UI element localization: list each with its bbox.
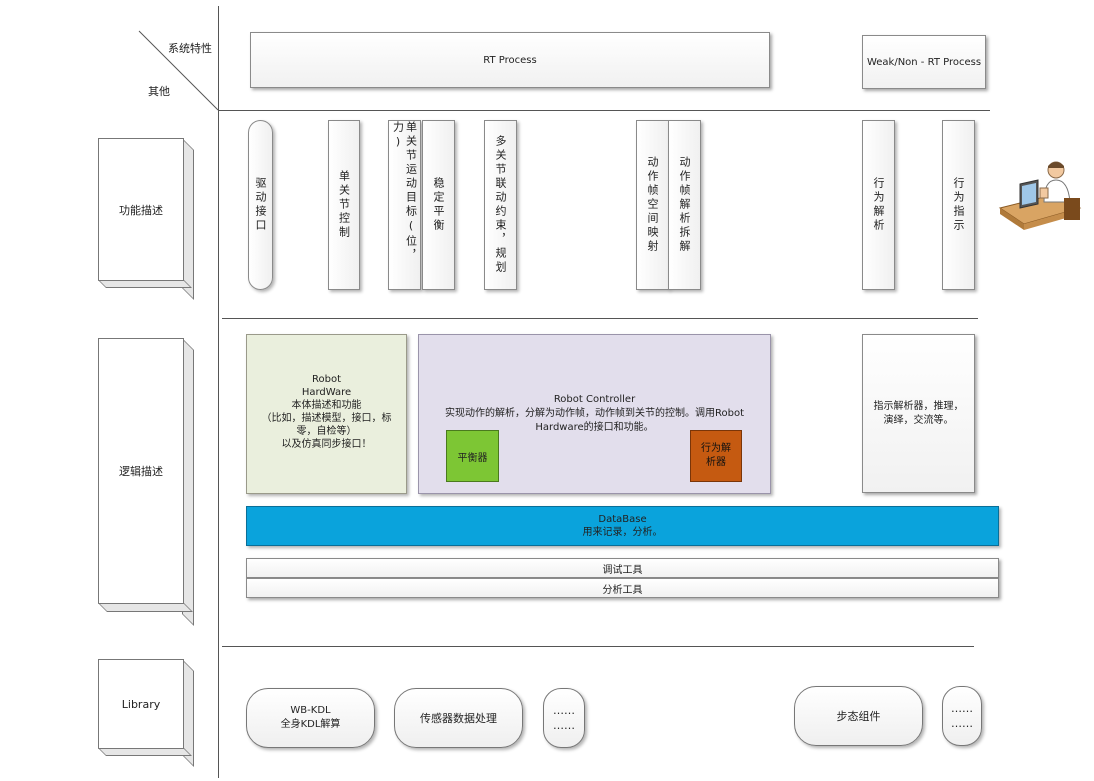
function-single-joint-target: 单关节运动目标(位，力) [388, 120, 421, 290]
function-behavior-parsing: 行为解析 [862, 120, 895, 290]
rt-process-box: RT Process [250, 32, 770, 88]
robot-hardware-line2: （比如，描述模型，接口，标 [261, 413, 392, 424]
function-stable-balance: 稳定平衡 [422, 120, 455, 290]
database-bar: DataBase 用来记录，分析。 [246, 506, 999, 546]
function-drive-interface: 驱动接口 [248, 120, 273, 290]
behavior-parser-box: 行为解析器 [690, 430, 742, 482]
header-divider [218, 110, 990, 111]
row-label-function-text: 功能描述 [119, 203, 163, 217]
function-frame-space-mapping: 动作帧空间映射 [636, 120, 669, 290]
corner-label-system-features: 系统特性 [168, 42, 212, 55]
debug-tool-label: 调试工具 [602, 564, 643, 576]
library-sensor-label: 传感器数据处理 [420, 711, 497, 725]
library-wb-kdl: WB-KDL 全身KDL解算 [246, 688, 375, 748]
library-sensor-processing: 传感器数据处理 [394, 688, 523, 748]
row-label-library-text: Library [121, 697, 161, 711]
library-wb-kdl-desc: 全身KDL解算 [280, 719, 341, 730]
behavior-parser-label: 行为解析器 [701, 443, 731, 468]
balancer-box: 平衡器 [446, 430, 499, 482]
function-multi-joint-planning: 多关节联动约束，规划 [484, 120, 517, 290]
robot-controller-line1: 实现动作的解析，分解为动作帧，动作帧到关节的控制。调用Robot [444, 408, 744, 419]
instruction-parser-box: 指示解析器，推理，演绎，交流等。 [862, 334, 975, 493]
logic-divider [222, 646, 974, 647]
library-gait-label: 步态组件 [836, 709, 881, 723]
function-behavior-instruction: 行为指示 [942, 120, 975, 290]
row-label-logic: 逻辑描述 [98, 338, 196, 626]
database-title: DataBase [598, 514, 647, 525]
library-gait-component: 步态组件 [794, 686, 923, 746]
function-single-joint-control: 单关节控制 [328, 120, 360, 290]
library-more-2: …… …… [942, 686, 982, 746]
robot-hardware-line1: 本体描述和功能 [291, 400, 362, 411]
function-divider [222, 318, 978, 319]
user-at-computer-icon [998, 161, 1082, 230]
analysis-tool-bar: 分析工具 [246, 578, 999, 598]
debug-tool-bar: 调试工具 [246, 558, 999, 578]
instruction-parser-label: 指示解析器，推理，演绎，交流等。 [873, 400, 964, 426]
corner-label-other: 其他 [148, 85, 170, 98]
robot-hardware-box: Robot HardWare 本体描述和功能 （比如，描述模型，接口，标 零，自… [246, 334, 407, 494]
function-frame-parsing: 动作帧解析拆解 [668, 120, 701, 290]
database-desc: 用来记录，分析。 [582, 527, 663, 538]
robot-hardware-title1: Robot [311, 374, 341, 385]
balancer-label: 平衡器 [457, 452, 488, 464]
robot-hardware-title2: HardWare [301, 387, 352, 398]
robot-controller-title: Robot Controller [553, 394, 636, 405]
vertical-divider [218, 6, 219, 778]
robot-hardware-line3: 零，自检等） [296, 426, 357, 437]
weak-rt-process-box: Weak/Non - RT Process [862, 35, 986, 89]
robot-hardware-line4: 以及仿真同步接口！ [281, 439, 372, 450]
library-wb-kdl-title: WB-KDL [290, 705, 331, 716]
analysis-tool-label: 分析工具 [602, 584, 643, 596]
robot-controller-line2: Hardware的接口和功能。 [535, 422, 654, 433]
rt-process-label: RT Process [483, 54, 537, 66]
row-label-logic-text: 逻辑描述 [119, 465, 163, 478]
corner-diagonal [138, 30, 219, 111]
row-label-function: 功能描述 [98, 138, 196, 300]
library-more-1: …… …… [543, 688, 585, 748]
row-label-library: Library [98, 659, 196, 767]
weak-rt-process-label: Weak/Non - RT Process [866, 56, 982, 68]
